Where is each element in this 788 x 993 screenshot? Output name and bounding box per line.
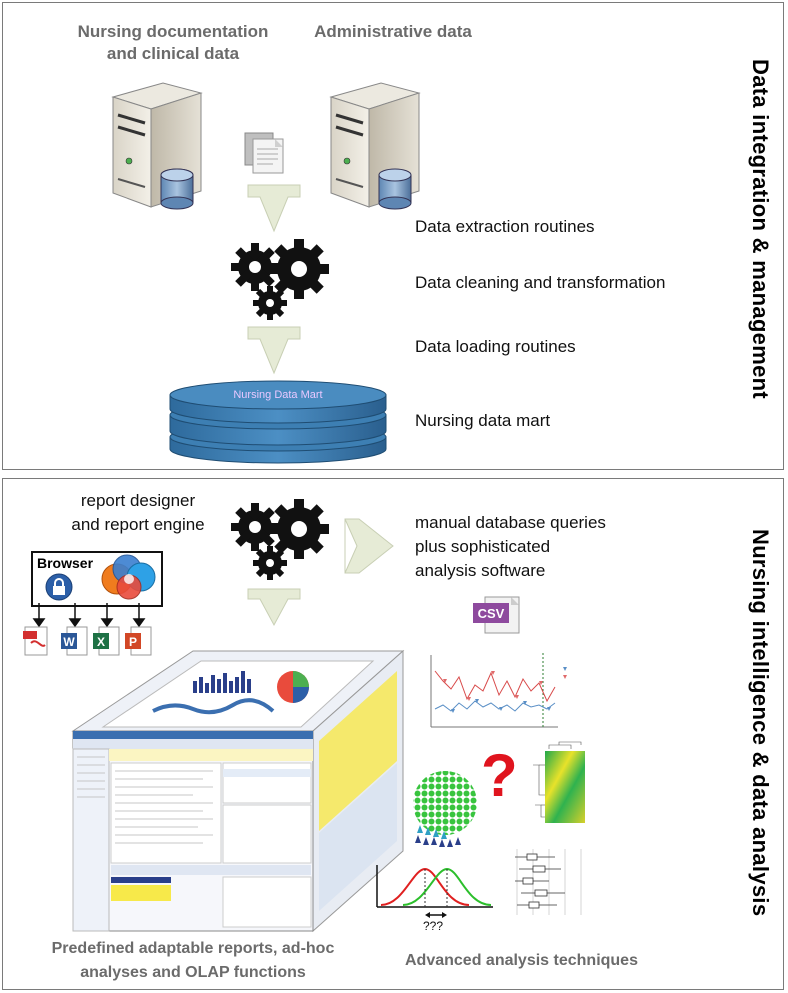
browser-logos-icon — [101, 554, 156, 600]
csv-file-icon: CSV — [473, 596, 520, 634]
powerpoint-icon: P — [125, 626, 152, 656]
data-mart-icon: Nursing Data Mart — [169, 380, 387, 464]
svg-text:W: W — [63, 635, 75, 649]
unknown-difference-label: ??? — [423, 919, 444, 933]
software-screens-cube-icon — [71, 649, 405, 933]
caption-reports-line1: Predefined adaptable reports, ad-hoc — [51, 940, 335, 957]
source-nursing-line2: and clinical data — [106, 44, 240, 63]
csv-label: CSV — [478, 606, 505, 621]
server-icon — [111, 82, 203, 210]
manual-line3: analysis software — [415, 561, 546, 580]
down-arrow-icon — [247, 588, 301, 627]
source-nursing-line1: Nursing documentation — [77, 22, 269, 41]
down-arrow-icon — [247, 184, 301, 233]
source-admin-label: Administrative data — [314, 22, 472, 41]
gears-icon — [231, 499, 329, 580]
browser-box: Browser — [31, 551, 163, 607]
section-title-analysis: Nursing intelligence & data analysis — [748, 529, 773, 917]
source-nursing-label: Nursing documentation and clinical data — [63, 21, 283, 65]
export-arrows — [32, 603, 146, 628]
heatmap-thumbnail — [533, 741, 585, 823]
lock-icon — [45, 573, 73, 601]
caption-reports: Predefined adaptable reports, ad-hoc ana… — [23, 937, 363, 985]
caption-advanced: Advanced analysis techniques — [405, 952, 638, 969]
manual-line1: manual database queries — [415, 513, 606, 532]
manual-line2: plus sophisticated — [415, 537, 551, 556]
report-tool-line1: report designer — [80, 491, 196, 510]
report-tool-label: report designer and report engine — [63, 489, 213, 537]
right-arrow-icon — [344, 518, 394, 574]
triangle-dotplot-thumbnail — [413, 771, 477, 847]
step-datamart: Nursing data mart — [415, 411, 551, 430]
step-cleaning: Data cleaning and transformation — [415, 273, 666, 292]
manual-queries-label: manual database queries plus sophisticat… — [415, 511, 606, 583]
question-mark-icon: ? — [481, 742, 518, 809]
server-icon — [329, 82, 421, 210]
svg-text:P: P — [129, 635, 137, 649]
distribution-curves-thumbnail — [376, 865, 493, 918]
data-mart-label: Nursing Data Mart — [233, 389, 322, 401]
excel-icon: X — [93, 626, 120, 656]
line-chart-thumbnail — [423, 651, 593, 746]
word-icon: W — [61, 626, 88, 656]
browser-label: Browser — [37, 555, 94, 571]
data-integration-panel: Nursing documentation and clinical data … — [2, 2, 784, 470]
section-title-integration: Data integration & management — [748, 59, 773, 399]
step-extraction: Data extraction routines — [415, 217, 595, 236]
caption-reports-line2: analyses and OLAP functions — [80, 964, 306, 981]
svg-text:X: X — [97, 635, 105, 649]
data-analysis-panel: report designer and report engine — [2, 478, 784, 990]
documents-icon — [244, 132, 284, 174]
boxplot-thumbnail — [509, 845, 589, 923]
pdf-icon — [23, 626, 48, 656]
step-loading: Data loading routines — [415, 337, 576, 356]
gears-icon — [231, 239, 329, 320]
down-arrow-icon — [247, 326, 301, 375]
report-tool-line2: and report engine — [71, 515, 205, 534]
